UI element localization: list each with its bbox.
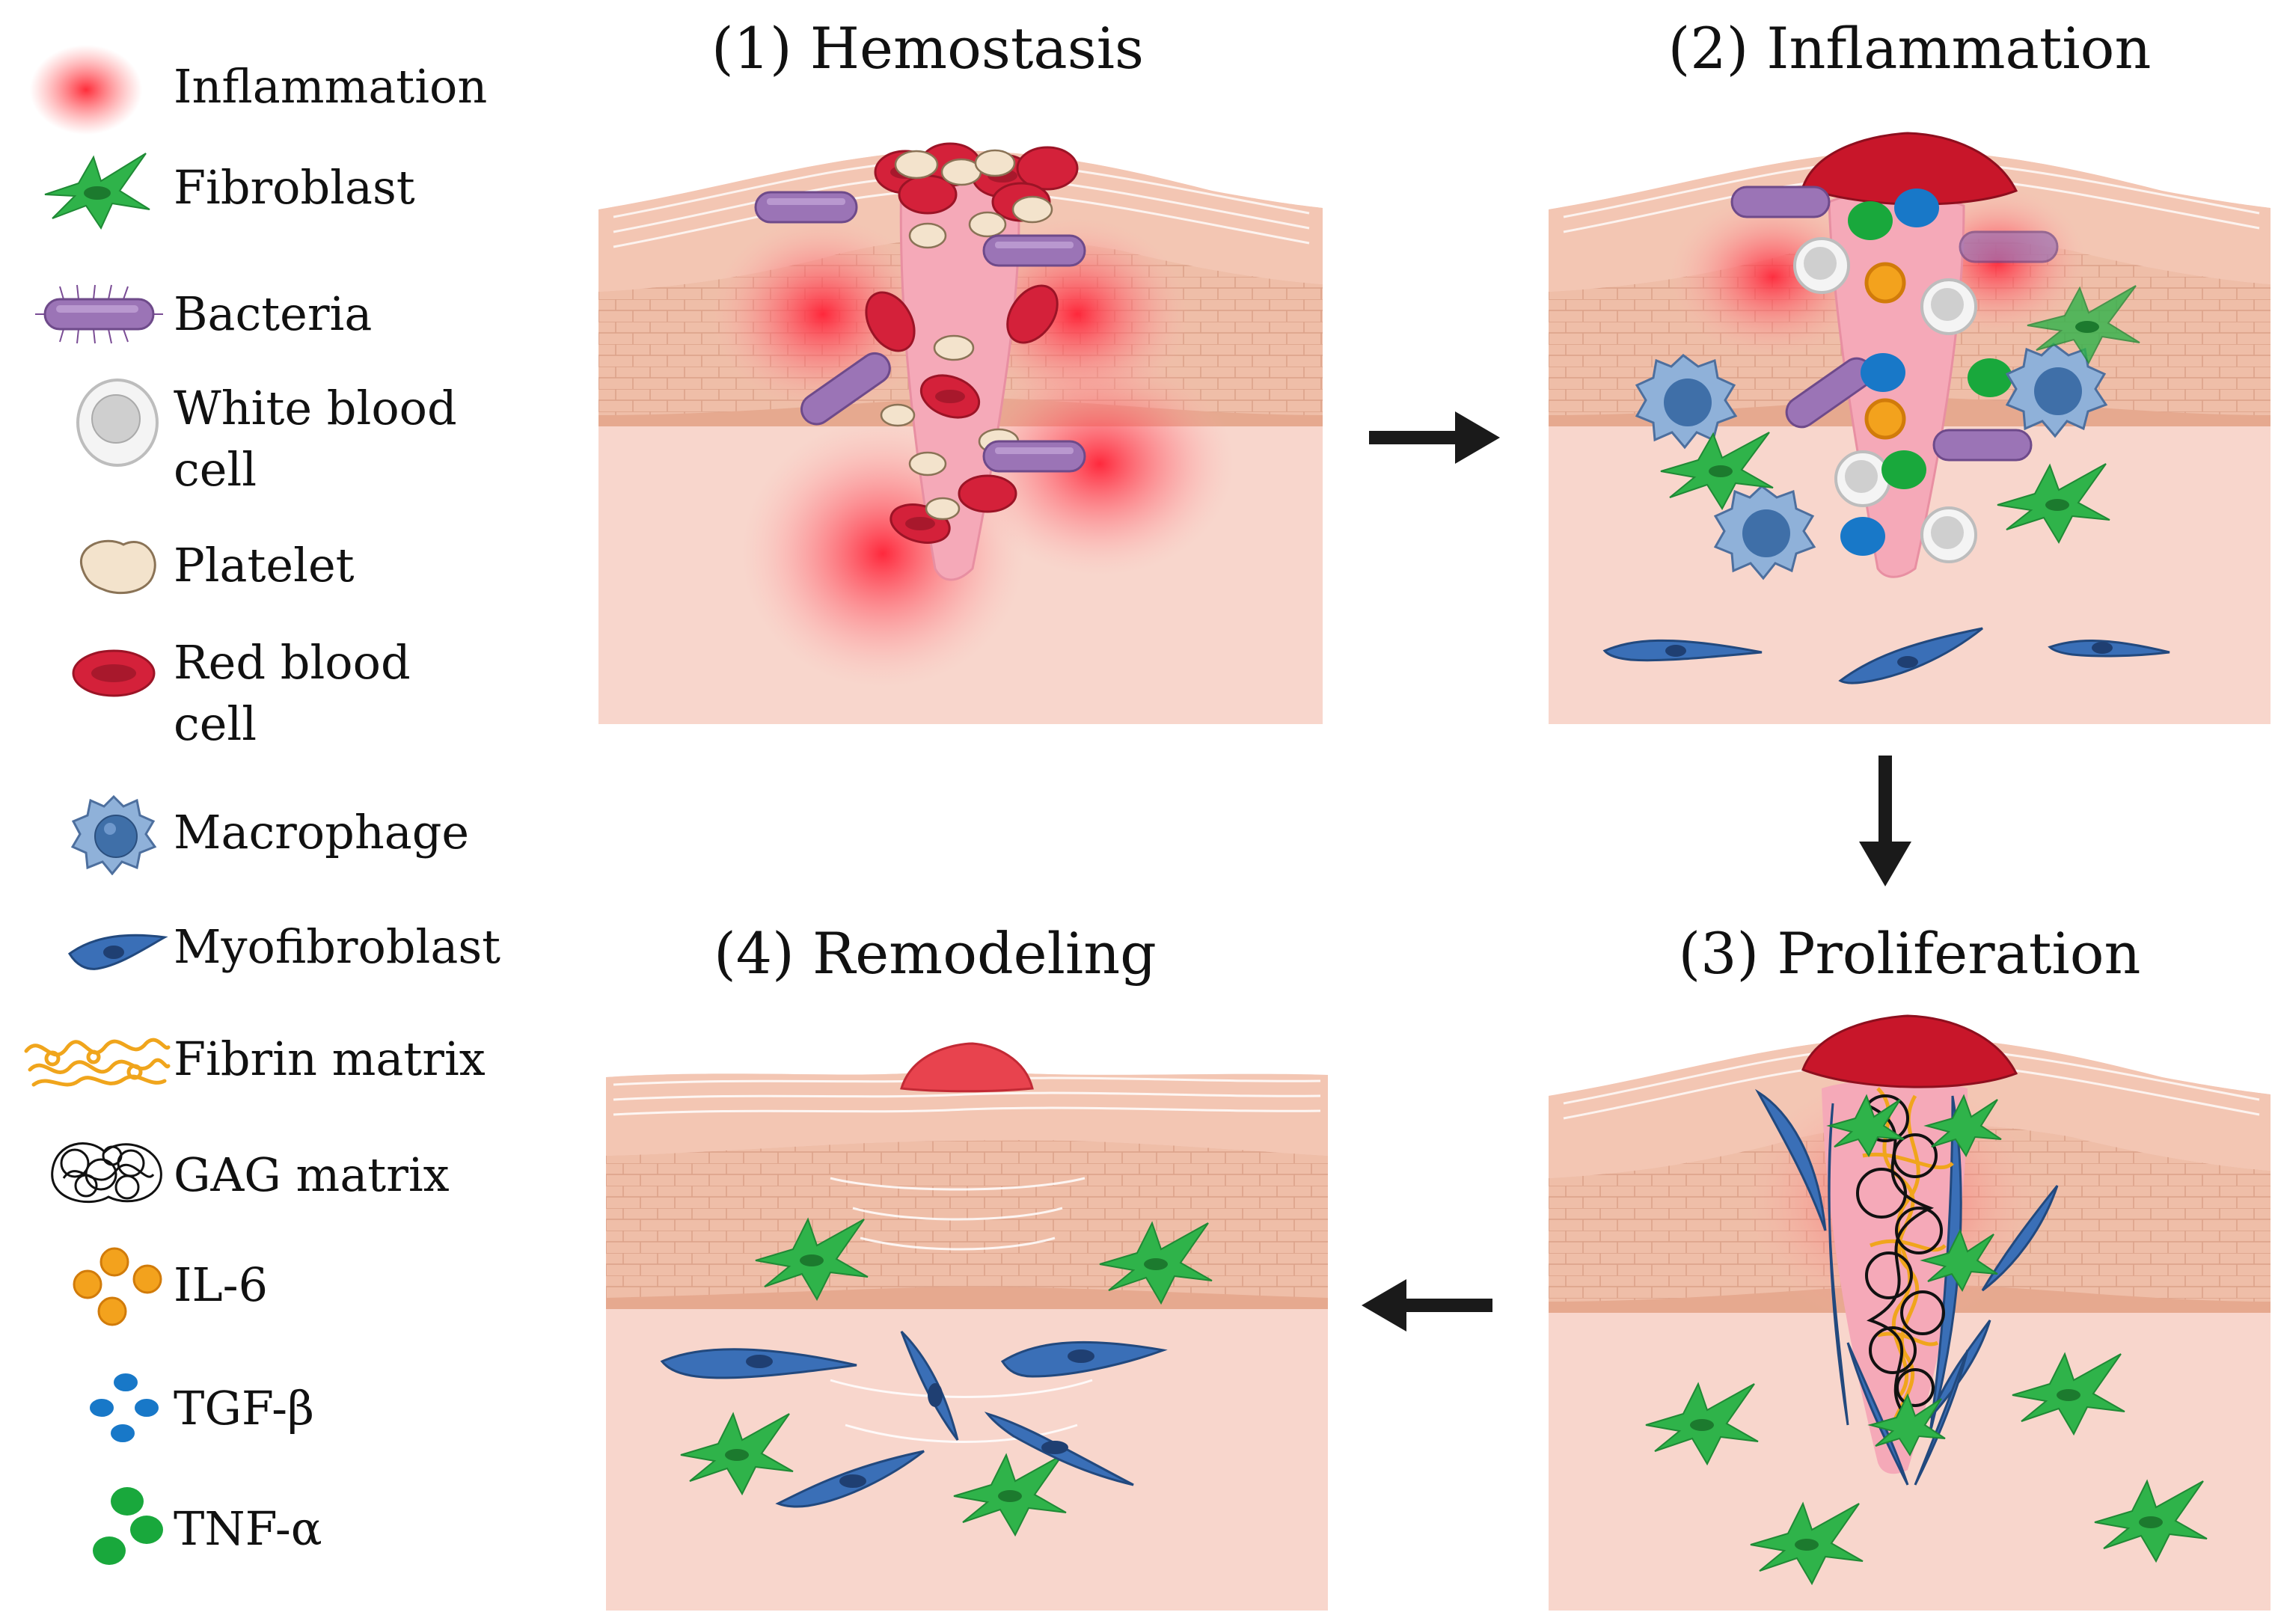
legend-label-inflammation: Inflammation <box>174 59 488 114</box>
panel-title-hemostasis: (1) Hemostasis <box>711 15 1145 82</box>
inflammation-tgf-beta <box>1840 189 1939 556</box>
panel-inflammation <box>1549 120 2271 724</box>
hemostasis-bacteria <box>754 191 1086 473</box>
legend-label-il6: IL-6 <box>174 1257 269 1312</box>
legend-item-platelet: Platelet <box>0 531 584 606</box>
panel-title-remodeling: (4) Remodeling <box>714 920 1157 987</box>
remodeling-myofibroblasts <box>660 1330 1168 1508</box>
red-blood-cell-icon <box>72 649 156 697</box>
legend-item-tgf-beta: TGF-β <box>0 1369 584 1451</box>
tgf-beta-icon <box>88 1370 162 1445</box>
scar <box>900 1042 1034 1093</box>
arrow-left-icon <box>1362 1279 1492 1332</box>
inflammation-il6 <box>1864 262 1906 440</box>
panel-title-inflammation: (2) Inflammation <box>1668 15 2152 82</box>
legend-label-myofibroblast: Myofibroblast <box>174 919 501 974</box>
legend-item-fibroblast: Fibroblast <box>0 150 584 232</box>
fibroblast-icon <box>44 153 150 230</box>
legend-label-fibrin-matrix: Fibrin matrix <box>174 1032 486 1086</box>
hemostasis-illustration <box>598 120 1323 724</box>
inflammation-tnf-alpha <box>1848 201 2012 489</box>
hemostasis-platelets <box>880 149 1053 521</box>
legend-label-bacteria: Bacteria <box>174 287 373 341</box>
legend: Inflammation Fibroblast Bacteria White b… <box>0 0 584 1624</box>
inflammation-white-blood-cells <box>1793 237 1977 563</box>
legend-item-il6: IL-6 <box>0 1245 584 1328</box>
legend-item-inflammation: Inflammation <box>0 45 584 135</box>
gag-matrix-icon <box>51 1142 162 1203</box>
legend-item-white-blood-cell: White blood cell <box>0 378 584 505</box>
proliferation-illustration <box>1549 1006 2271 1611</box>
legend-item-gag-matrix: GAG matrix <box>0 1133 584 1216</box>
fibrin-matrix-icon <box>24 1038 171 1087</box>
legend-label-platelet: Platelet <box>174 538 355 592</box>
legend-item-red-blood-cell: Red blood cell <box>0 632 584 759</box>
il6-icon <box>73 1247 162 1326</box>
panel-title-proliferation: (3) Proliferation <box>1678 920 2141 987</box>
inflammation-illustration <box>1549 120 2271 724</box>
legend-item-tnf-alpha: TNF-α <box>0 1485 584 1571</box>
proliferation-fibrin-matrix <box>1862 1087 1954 1426</box>
legend-label-tgf-beta: TGF-β <box>174 1381 314 1435</box>
panel-remodeling <box>606 1006 1328 1611</box>
legend-label-fibroblast: Fibroblast <box>174 160 415 215</box>
legend-item-bacteria: Bacteria <box>0 281 584 355</box>
panel-proliferation <box>1549 1006 2271 1611</box>
legend-item-myofibroblast: Myofibroblast <box>0 916 584 984</box>
scab <box>1801 1014 2018 1088</box>
arrow-down-icon <box>1859 756 1911 886</box>
white-blood-cell-icon <box>76 379 159 467</box>
proliferation-gag-matrix <box>1856 1094 1945 1419</box>
panel-hemostasis <box>598 120 1323 724</box>
proliferation-fibroblasts <box>1645 1094 2208 1586</box>
remodeling-illustration <box>606 1006 1328 1611</box>
macrophage-icon <box>71 794 157 875</box>
platelet-icon <box>79 539 156 595</box>
tnf-alpha-icon <box>93 1487 163 1565</box>
remodeling-fibroblasts <box>680 1217 1213 1537</box>
bacteria-icon <box>35 284 163 344</box>
inflammation-macrophages <box>1635 343 2108 580</box>
inflammation-myofibroblasts <box>1602 627 2170 684</box>
legend-label-tnf-alpha: TNF-α <box>174 1501 322 1556</box>
inflammation-fibroblasts <box>1660 285 2140 545</box>
myofibroblast-icon <box>68 934 168 970</box>
legend-label-red-blood-cell: Red blood cell <box>174 635 411 751</box>
arrow-right-icon <box>1369 411 1500 464</box>
hemostasis-red-blood-cells <box>865 142 1079 544</box>
inflammation-bacteria <box>1730 186 2059 462</box>
inflammation-glow-icon <box>30 45 142 135</box>
legend-label-macrophage: Macrophage <box>174 805 470 860</box>
legend-label-white-blood-cell: White blood cell <box>174 381 457 497</box>
proliferation-myofibroblasts <box>1754 1088 2059 1486</box>
legend-item-fibrin-matrix: Fibrin matrix <box>0 1025 584 1100</box>
legend-item-macrophage: Macrophage <box>0 793 584 883</box>
legend-label-gag-matrix: GAG matrix <box>174 1147 450 1202</box>
